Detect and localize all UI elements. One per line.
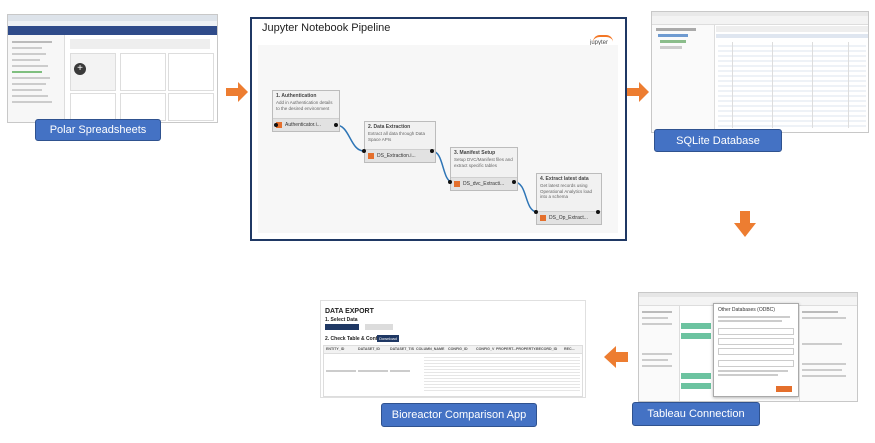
sqlite-database-label: SQLite Database bbox=[654, 129, 782, 152]
jupyter-logo-text: jupyter bbox=[590, 40, 609, 46]
node-description: Get latest records using Operational Ana… bbox=[540, 183, 593, 199]
node-file: DS_Op_Extract... bbox=[549, 215, 588, 221]
port-dot bbox=[274, 123, 278, 127]
data-export-title: DATA EXPORT bbox=[325, 308, 374, 315]
col-header: CONFIG_ID bbox=[448, 347, 468, 351]
dataset-select-1[interactable] bbox=[325, 324, 359, 330]
node-description: Add in Authentication details to the des… bbox=[276, 100, 333, 111]
arrow-down-icon bbox=[734, 211, 756, 237]
polar-spreadsheets-screenshot: + bbox=[7, 14, 218, 123]
notebook-icon bbox=[540, 215, 546, 221]
node-file: DS_Extraction.i... bbox=[377, 153, 416, 159]
pipeline-node-authentication[interactable]: 1. Authentication Add in Authentication … bbox=[272, 90, 340, 132]
col-header: COLUMN_NAME bbox=[416, 347, 445, 351]
tableau-connection-label: Tableau Connection bbox=[632, 402, 760, 426]
odbc-dialog-title: Other Databases (ODBC) bbox=[718, 307, 775, 313]
polar-spreadsheets-label: Polar Spreadsheets bbox=[35, 119, 161, 141]
notebook-icon bbox=[368, 153, 374, 159]
port-dot bbox=[362, 149, 366, 153]
node-title: 3. Manifest Setup bbox=[454, 150, 496, 156]
sign-in-button[interactable] bbox=[776, 386, 792, 392]
jupyter-pipeline-panel: Jupyter Notebook Pipeline jupyter 1. Aut… bbox=[250, 17, 627, 241]
arrow-right-icon bbox=[627, 82, 649, 102]
node-title: 1. Authentication bbox=[276, 93, 317, 99]
col-header: CONFIG_V bbox=[476, 347, 495, 351]
port-dot bbox=[334, 123, 338, 127]
port-dot bbox=[596, 210, 600, 214]
step-select-data: 1. Select Data bbox=[325, 317, 358, 323]
col-header: DATASET_TIS bbox=[390, 347, 415, 351]
bioreactor-app-screenshot: DATA EXPORT 1. Select Data 2. Check Tabl… bbox=[320, 300, 586, 398]
col-header: DATASET_ID bbox=[358, 347, 381, 351]
notebook-icon bbox=[276, 122, 282, 128]
sqlite-database-screenshot bbox=[651, 11, 869, 133]
node-title: 2. Data Extraction bbox=[368, 124, 411, 130]
col-header: ENTITY_ID bbox=[326, 347, 345, 351]
col-header: PROPERT... bbox=[496, 347, 516, 351]
port-dot bbox=[448, 180, 452, 184]
port-dot bbox=[534, 210, 538, 214]
node-description: Setup DVC/Manifest files and extract spe… bbox=[454, 157, 513, 168]
arrow-right-icon bbox=[226, 82, 248, 102]
bioreactor-app-label: Bioreactor Comparison App bbox=[381, 403, 537, 427]
download-button[interactable]: Download bbox=[377, 335, 399, 342]
pipeline-node-extract-latest[interactable]: 4. Extract latest data Get latest record… bbox=[536, 173, 602, 225]
dataset-select-2[interactable] bbox=[365, 324, 393, 330]
port-dot bbox=[430, 149, 434, 153]
arrow-left-icon bbox=[604, 346, 628, 368]
node-title: 4. Extract latest data bbox=[540, 176, 589, 182]
col-header: PROPERTY... bbox=[516, 347, 539, 351]
step-check-table: 2. Check Table & Confir... bbox=[325, 336, 385, 342]
col-header: RECORD_ID bbox=[536, 347, 558, 351]
node-description: Extract all data through Data Space APIs bbox=[368, 131, 426, 142]
tableau-connection-screenshot: Other Databases (ODBC) bbox=[638, 292, 858, 402]
port-dot bbox=[512, 180, 516, 184]
col-header: REC... bbox=[564, 347, 575, 351]
odbc-dialog: Other Databases (ODBC) bbox=[713, 303, 799, 397]
node-file: Authenticator.i... bbox=[285, 122, 321, 128]
pipeline-title: Jupyter Notebook Pipeline bbox=[262, 22, 391, 34]
notebook-icon bbox=[454, 181, 460, 187]
node-file: DS_dvc_Extracti... bbox=[463, 181, 505, 187]
pipeline-node-manifest-setup[interactable]: 3. Manifest Setup Setup DVC/Manifest fil… bbox=[450, 147, 518, 191]
pipeline-node-data-extraction[interactable]: 2. Data Extraction Extract all data thro… bbox=[364, 121, 436, 163]
